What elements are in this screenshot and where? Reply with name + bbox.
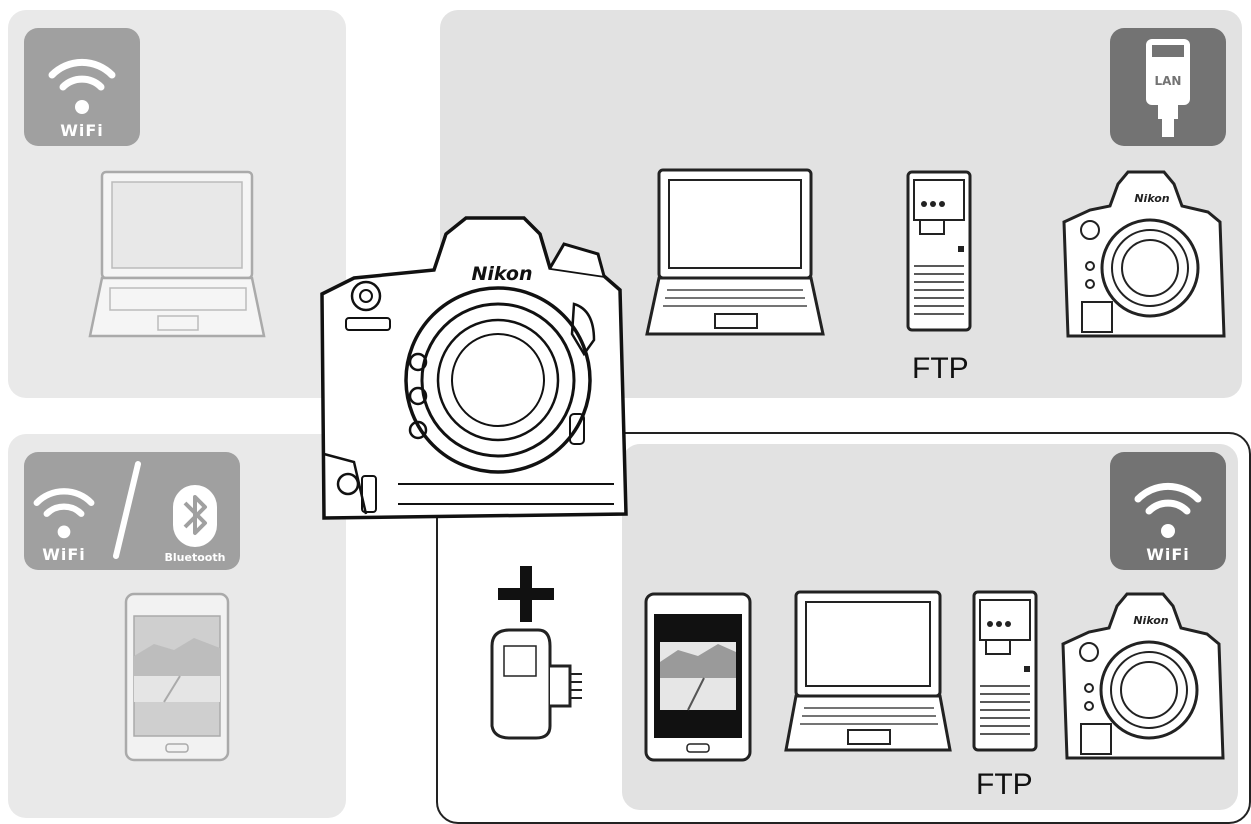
laptop-icon-lan — [645, 168, 825, 336]
camera-brand: Nikon — [1133, 614, 1168, 627]
bluetooth-label: Bluetooth — [164, 551, 226, 564]
slash-divider — [113, 461, 141, 559]
wifi-badge-bottom-right: WiFi — [1110, 452, 1226, 570]
lan-cable-icon: LAN — [1146, 39, 1190, 137]
wifi-icon — [33, 488, 95, 539]
wifi-icon — [48, 58, 116, 114]
lan-label: LAN — [1155, 74, 1182, 88]
laptop-icon-faded — [88, 170, 266, 338]
lan-badge: LAN — [1110, 28, 1226, 146]
smartphone-icon-faded — [124, 592, 230, 762]
wifi-label: WiFi — [42, 545, 86, 564]
laptop-icon-wifi — [784, 590, 952, 752]
ftp-server-icon-lan — [906, 170, 972, 332]
camera-brand: Nikon — [1134, 192, 1169, 205]
ftp-label-wifi: FTP — [976, 768, 1033, 801]
camera-icon-wifi: Nikon — [1061, 592, 1225, 760]
camera-brand: Nikon — [472, 263, 533, 285]
wireless-transmitter-icon — [490, 628, 582, 740]
wifi-badge-top-left: WiFi — [24, 28, 140, 146]
wifi-label: WiFi — [60, 121, 104, 140]
camera-icon-lan: Nikon — [1062, 170, 1226, 338]
bluetooth-icon — [173, 485, 217, 547]
plus-icon — [498, 566, 554, 622]
main-camera-icon: Nikon — [320, 216, 628, 520]
smartphone-icon — [644, 592, 752, 762]
ftp-label-lan: FTP — [912, 352, 969, 385]
ftp-server-icon-wifi — [972, 590, 1038, 752]
wifi-icon — [1134, 482, 1202, 538]
wifi-label: WiFi — [1146, 545, 1190, 564]
wifi-bluetooth-badge: WiFi Bluetooth — [24, 452, 240, 570]
